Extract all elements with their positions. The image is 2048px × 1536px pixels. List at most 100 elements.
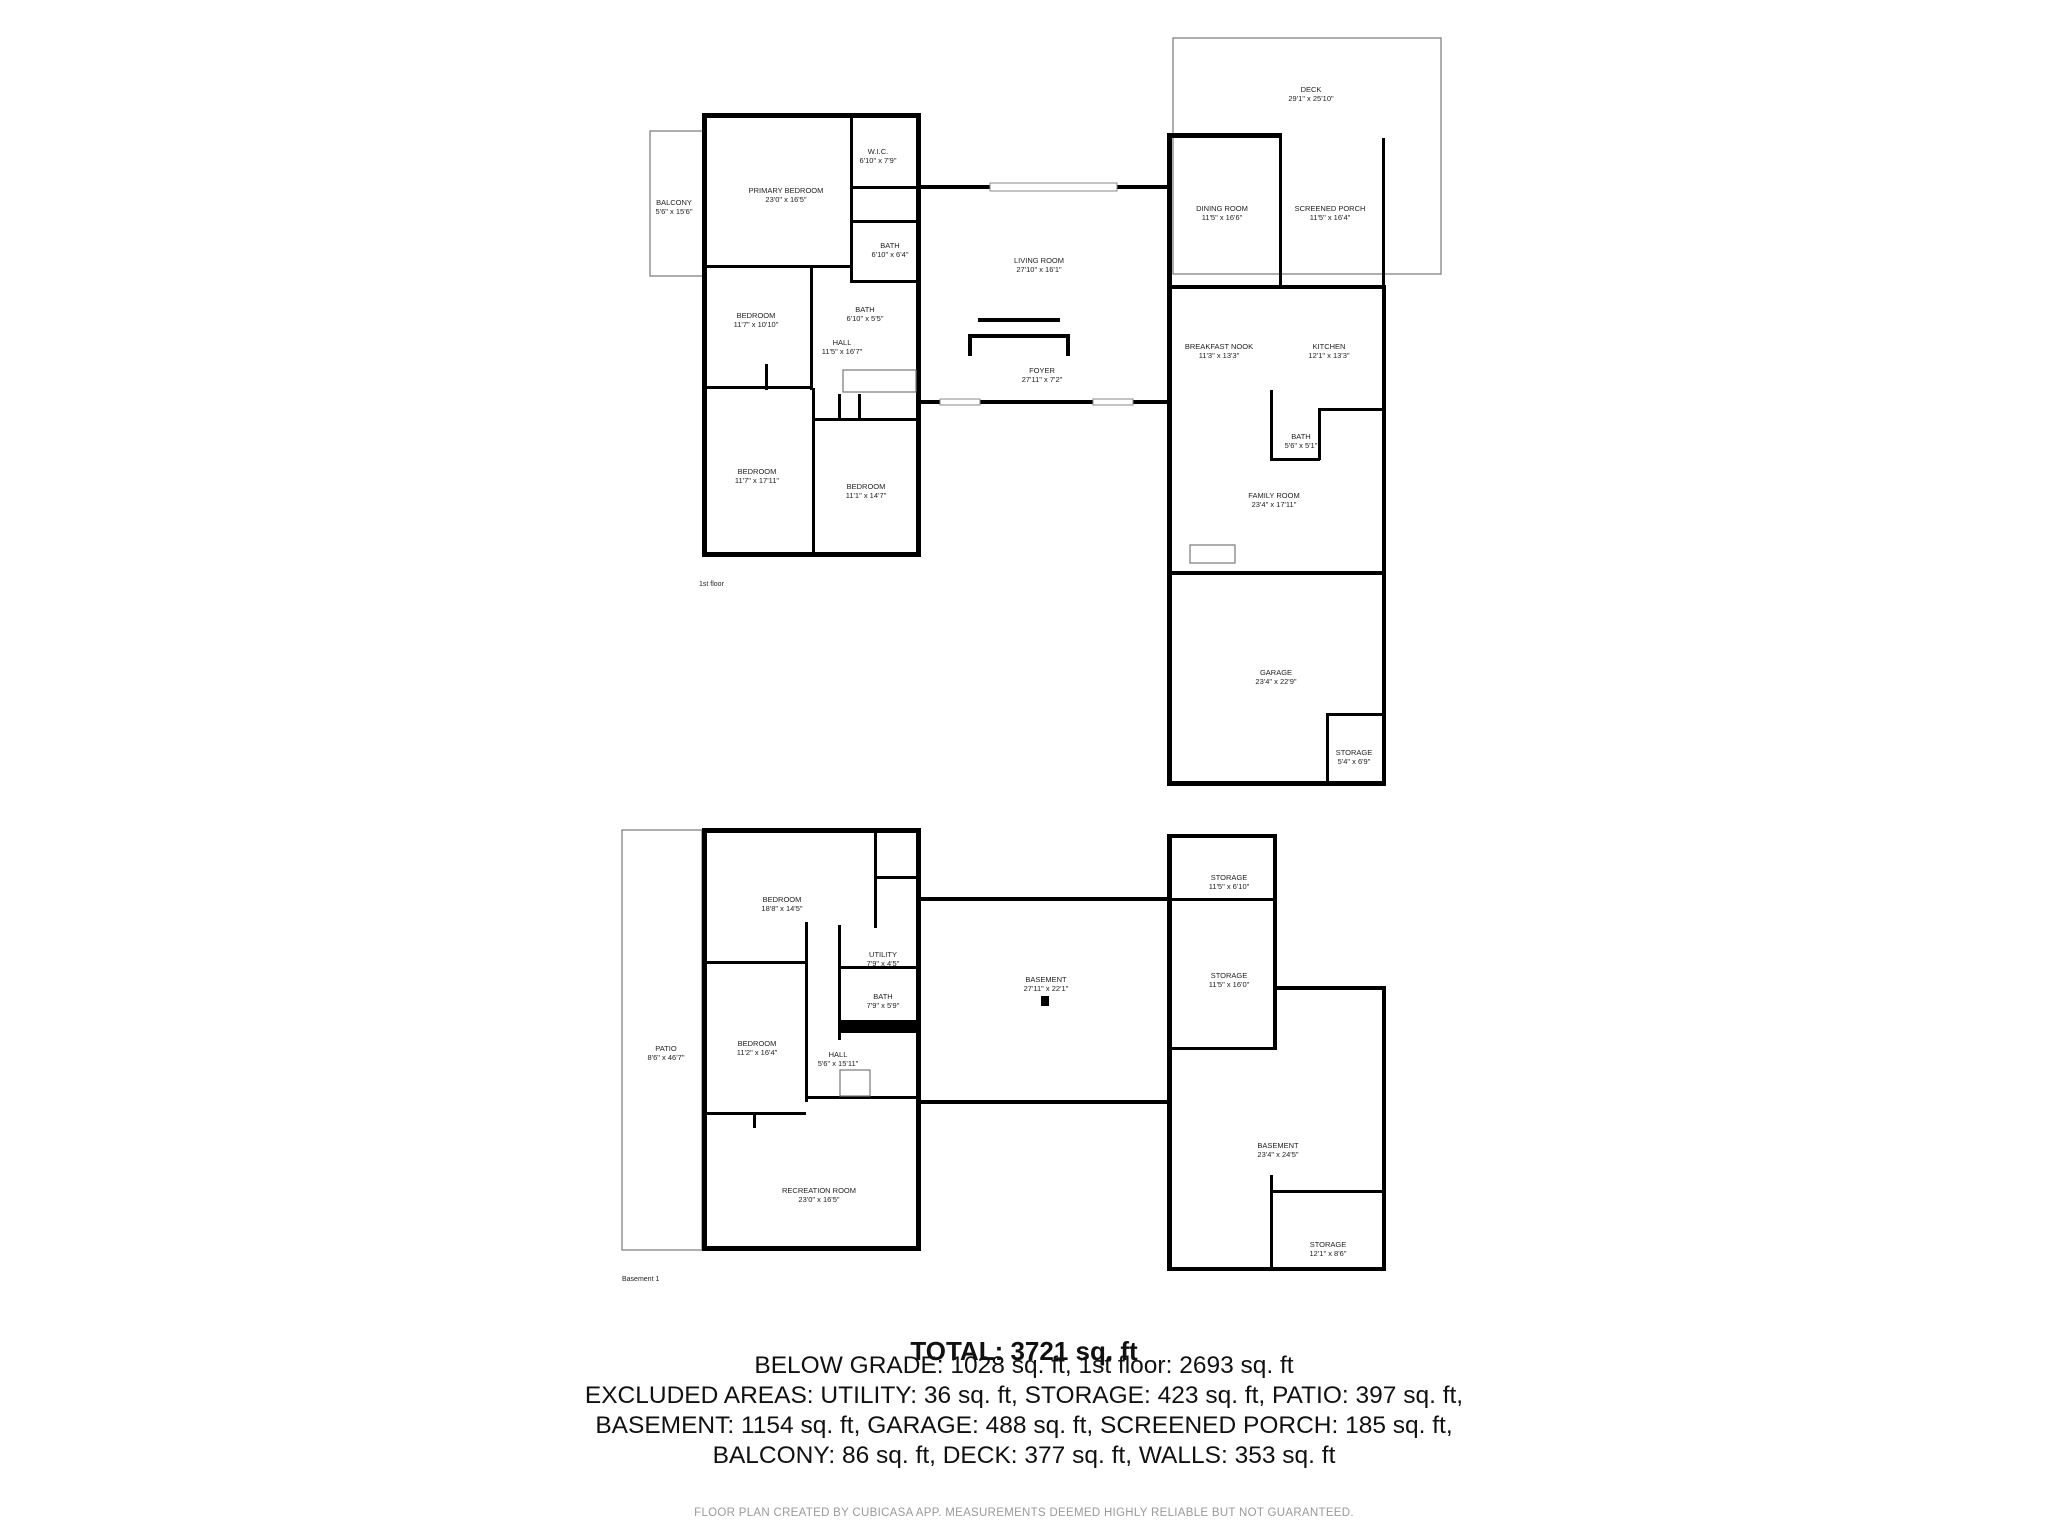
room-name: BATH (873, 992, 892, 1001)
fireplace (1189, 544, 1236, 564)
room-name: DINING ROOM (1196, 204, 1248, 213)
totals-line: BALCONY: 86 sq. ft, DECK: 377 sq. ft, WA… (712, 1442, 1336, 1469)
room-size: 11'5" x 16'7" (822, 347, 863, 356)
room-name: BASEMENT (1257, 1141, 1299, 1150)
room-size: 11'5" x 16'6" (1202, 213, 1243, 222)
wall (805, 922, 808, 1102)
room-size: 23'4" x 22'9" (1255, 677, 1296, 686)
wall (702, 113, 921, 118)
room-name: GARAGE (1260, 668, 1292, 677)
room-name: HALL (829, 1050, 848, 1059)
room-name: BATH (855, 305, 874, 314)
room-size: 27'11" x 7'2" (1022, 375, 1063, 384)
room-size: 11'5" x 16'0" (1209, 980, 1250, 989)
room-name: SCREENED PORCH (1295, 204, 1366, 213)
wall (838, 925, 841, 1040)
wall (918, 1100, 1172, 1104)
room-size: 23'4" x 17'11" (1252, 500, 1297, 509)
stairs (842, 369, 917, 393)
wall (805, 1096, 917, 1099)
window (939, 398, 981, 406)
room-size: 23'4" x 24'5" (1257, 1150, 1298, 1159)
wall (1167, 1047, 1277, 1050)
room-size: 11'3" x 13'3" (1199, 351, 1240, 360)
wall (1167, 133, 1172, 785)
wall (1279, 133, 1282, 288)
wall (1167, 133, 1279, 138)
room-name: BREAKFAST NOOK (1185, 342, 1253, 351)
room-name: FOYER (1029, 366, 1055, 375)
wall (1167, 571, 1386, 575)
room-name: KITCHEN (1313, 342, 1346, 351)
wall (1167, 898, 1277, 901)
patio-outline (621, 829, 703, 1251)
wall (1382, 285, 1386, 785)
room-size: 29'1" x 25'10" (1288, 94, 1334, 103)
room-name: STORAGE (1336, 748, 1373, 757)
room-name: DECK (1301, 85, 1322, 94)
wall (850, 113, 853, 283)
first-floor-plan (649, 37, 1442, 786)
floor-label-first: 1st floor (699, 581, 725, 588)
wall (850, 220, 920, 223)
room-name: HALL (833, 338, 852, 347)
wall (968, 334, 1070, 338)
room-size: 12'1" x 13'3" (1308, 351, 1349, 360)
room-name: STORAGE (1310, 1240, 1347, 1249)
wall (1318, 408, 1321, 460)
stairs (839, 1069, 871, 1097)
room-name: FAMILY ROOM (1248, 491, 1299, 500)
wall (918, 400, 1172, 404)
room-size: 7'9" x 4'5" (867, 959, 900, 968)
wall (858, 394, 861, 420)
room-size: 8'6" x 46'7" (648, 1053, 685, 1062)
totals-line: EXCLUDED AREAS: UTILITY: 36 sq. ft, STOR… (584, 1382, 1464, 1409)
wall (1382, 138, 1385, 288)
wall (1270, 1175, 1273, 1270)
wall (968, 334, 972, 356)
wall (702, 113, 707, 557)
room-name: BALCONY (656, 198, 692, 207)
deck-outline (1172, 37, 1442, 275)
room-name: PATIO (655, 1044, 677, 1053)
wall (1326, 713, 1329, 783)
window (989, 182, 1118, 192)
room-size: 5'6" x 15'6" (656, 207, 693, 216)
room-size: 11'1" x 14'7" (846, 491, 887, 500)
room-name: BEDROOM (763, 895, 802, 904)
room-size: 11'5" x 16'4" (1310, 213, 1351, 222)
room-name: STORAGE (1211, 971, 1248, 980)
room-size: 11'5" x 6'10" (1209, 882, 1250, 891)
room-size: 5'6" x 15'11" (818, 1059, 859, 1068)
room-name: PRIMARY BEDROOM (749, 186, 824, 195)
wall (916, 113, 921, 557)
room-size: 23'0" x 16'5" (765, 195, 806, 204)
wall (702, 961, 808, 964)
fireplace (978, 318, 1060, 322)
wall (702, 265, 852, 268)
wall (702, 828, 707, 1251)
basement-plan (621, 828, 1386, 1271)
wall (810, 265, 813, 390)
room-name: LIVING ROOM (1014, 256, 1064, 265)
disclaimer: FLOOR PLAN CREATED BY CUBICASA APP. MEAS… (694, 1507, 1354, 1519)
room-name: RECREATION ROOM (782, 1186, 856, 1195)
totals-line: BELOW GRADE: 1028 sq. ft, 1st floor: 269… (754, 1352, 1294, 1379)
room-size: 5'6" x 5'1" (1285, 441, 1318, 450)
wall (702, 828, 921, 833)
wall (1167, 285, 1385, 289)
room-name: BASEMENT (1025, 975, 1067, 984)
room-name: BATH (1291, 432, 1310, 441)
room-size: 11'2" x 16'4" (737, 1048, 778, 1057)
room-name: W.I.C. (868, 147, 888, 156)
wall (838, 966, 918, 969)
totals-line: BASEMENT: 1154 sq. ft, GARAGE: 488 sq. f… (595, 1412, 1453, 1439)
wall (1167, 834, 1276, 838)
wall (1270, 1190, 1386, 1193)
wall (1270, 390, 1273, 460)
room-size: 6'10" x 5'5" (847, 314, 884, 323)
room-size: 6'10" x 6'4" (872, 250, 909, 259)
room-name: BEDROOM (738, 1039, 777, 1048)
wall (1066, 334, 1070, 356)
wall (874, 876, 919, 879)
